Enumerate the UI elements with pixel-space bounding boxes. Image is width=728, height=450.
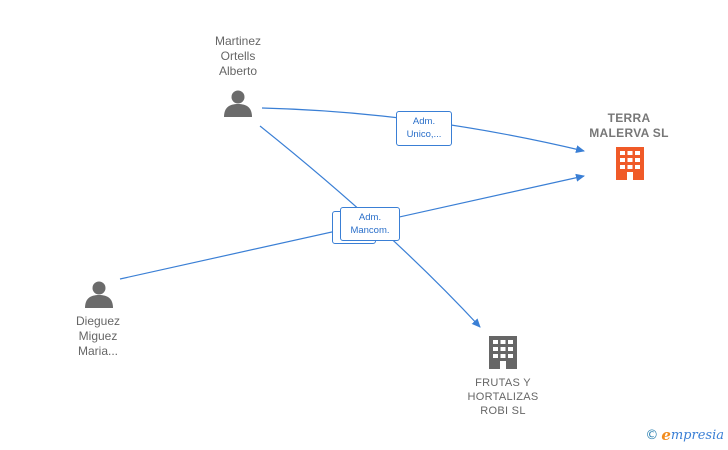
person-label-martinez[interactable]: Martinez Ortells Alberto xyxy=(214,34,261,78)
building-icon[interactable] xyxy=(616,147,644,180)
company-label-frutas-hortalizas[interactable]: FRUTAS Y HORTALIZAS ROBI SL xyxy=(467,377,539,417)
person-icon[interactable] xyxy=(224,90,252,118)
person-icon[interactable] xyxy=(85,281,113,309)
company-label-terra-malerva[interactable]: TERRA MALERVA SL xyxy=(589,111,669,140)
copyright-symbol: © xyxy=(645,427,659,443)
person-label-dieguez[interactable]: Dieguez Miguez Maria... xyxy=(75,314,121,358)
edge-label-adm-mancom[interactable]: Adm. Mancom. xyxy=(340,207,400,241)
edge-label-adm-unico[interactable]: Adm. Unico,... xyxy=(396,111,452,146)
brand-name: mpresia xyxy=(670,427,724,443)
building-icon[interactable] xyxy=(489,336,517,369)
brand-initial: e xyxy=(661,426,671,444)
